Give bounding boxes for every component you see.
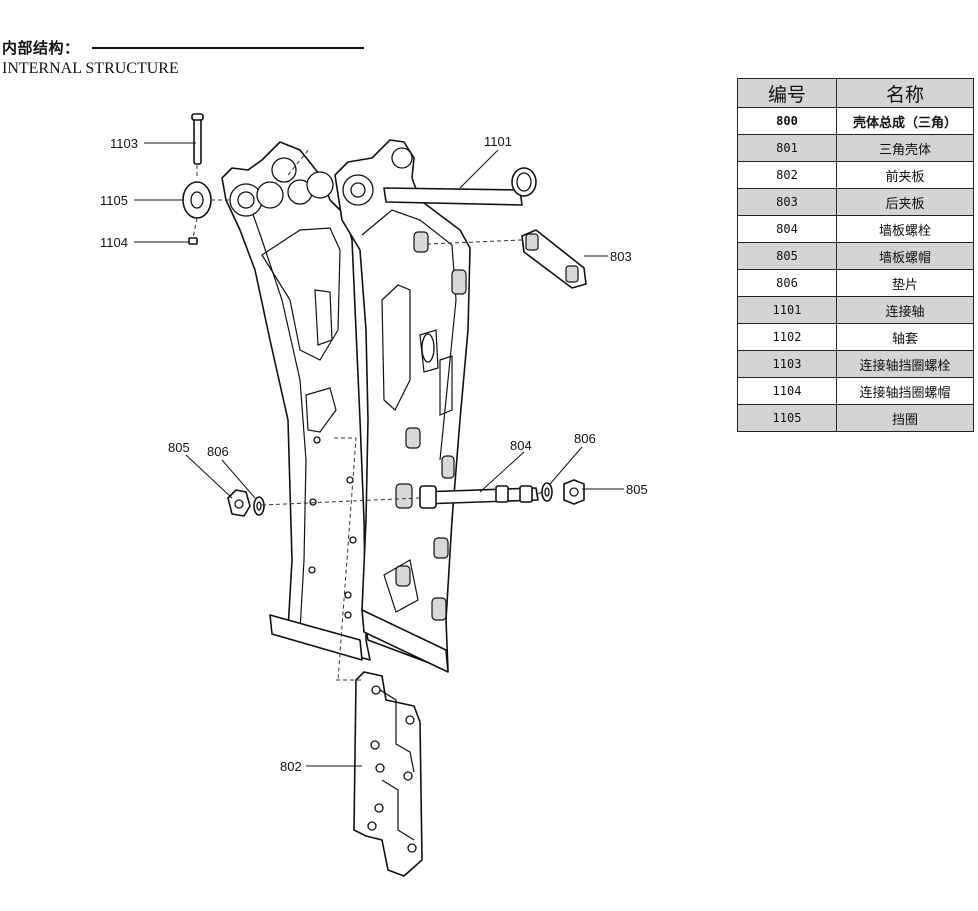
callout-804: 804 [510, 438, 532, 453]
callout-1104: 1104 [100, 235, 128, 250]
alignment-lines [192, 147, 543, 681]
title-underline [92, 47, 364, 49]
part-code: 1104 [737, 377, 837, 405]
table-row: 1105 挡圈 [737, 404, 974, 432]
parts-table-header: 编号 名称 [737, 78, 974, 108]
part-code: 1105 [737, 404, 837, 432]
table-row: 805 墙板螺帽 [737, 242, 974, 270]
part-code: 805 [737, 242, 837, 270]
part-name: 连接轴 [836, 296, 974, 324]
callout-805-right: 805 [626, 482, 648, 497]
callout-1105: 1105 [100, 193, 128, 208]
table-row: 804 墙板螺栓 [737, 215, 974, 243]
table-row: 801 三角壳体 [737, 134, 974, 162]
callout-806-left: 806 [207, 444, 229, 459]
part-name: 连接轴挡圈螺栓 [836, 350, 974, 378]
part-code: 804 [737, 215, 837, 243]
part-name: 墙板螺帽 [836, 242, 974, 270]
part-code: 806 [737, 269, 837, 297]
callout-806-right: 806 [574, 431, 596, 446]
table-row: 803 后夹板 [737, 188, 974, 216]
rear-clamp-plate-803 [521, 229, 587, 289]
table-row: 802 前夹板 [737, 161, 974, 189]
retaining-hardware [182, 113, 212, 245]
right-side-plate [334, 139, 471, 673]
callout-1101: 1101 [484, 134, 512, 149]
section-title-en: INTERNAL STRUCTURE [2, 60, 179, 77]
table-row: 1101 连接轴 [737, 296, 974, 324]
part-code: 803 [737, 188, 837, 216]
part-name: 轴套 [836, 323, 974, 351]
table-row: 1103 连接轴挡圈螺栓 [737, 350, 974, 378]
part-name: 壳体总成（三角） [836, 107, 974, 135]
callout-803: 803 [610, 249, 632, 264]
front-clamp-plate-802 [353, 671, 423, 877]
part-code: 1101 [737, 296, 837, 324]
part-name: 三角壳体 [836, 134, 974, 162]
leader-lines [134, 142, 624, 767]
table-row: 1104 连接轴挡圈螺帽 [737, 377, 974, 405]
part-code: 800 [737, 107, 837, 135]
part-code: 802 [737, 161, 837, 189]
section-title-cn: 内部结构： [2, 39, 80, 57]
part-code: 1102 [737, 323, 837, 351]
left-side-plate [221, 141, 371, 661]
table-row: 1102 轴套 [737, 323, 974, 351]
part-code: 801 [737, 134, 837, 162]
part-name: 后夹板 [836, 188, 974, 216]
header-code: 编号 [737, 78, 837, 108]
callout-1103: 1103 [110, 136, 138, 151]
part-name: 墙板螺栓 [836, 215, 974, 243]
part-name: 挡圈 [836, 404, 974, 432]
callout-805-left: 805 [168, 440, 190, 455]
part-name: 连接轴挡圈螺帽 [836, 377, 974, 405]
wall-bolt-804 [419, 485, 539, 509]
callout-802: 802 [280, 759, 302, 774]
parts-table: 编号 名称 800 壳体总成（三角） 801 三角壳体 802 前夹板 803 … [737, 78, 974, 432]
table-row: 800 壳体总成（三角） [737, 107, 974, 135]
connecting-shaft-1101 [383, 167, 537, 206]
part-code: 1103 [737, 350, 837, 378]
part-name: 垫片 [836, 269, 974, 297]
table-row: 806 垫片 [737, 269, 974, 297]
part-name: 前夹板 [836, 161, 974, 189]
nuts-and-washers [227, 479, 585, 517]
header-name: 名称 [836, 78, 974, 108]
